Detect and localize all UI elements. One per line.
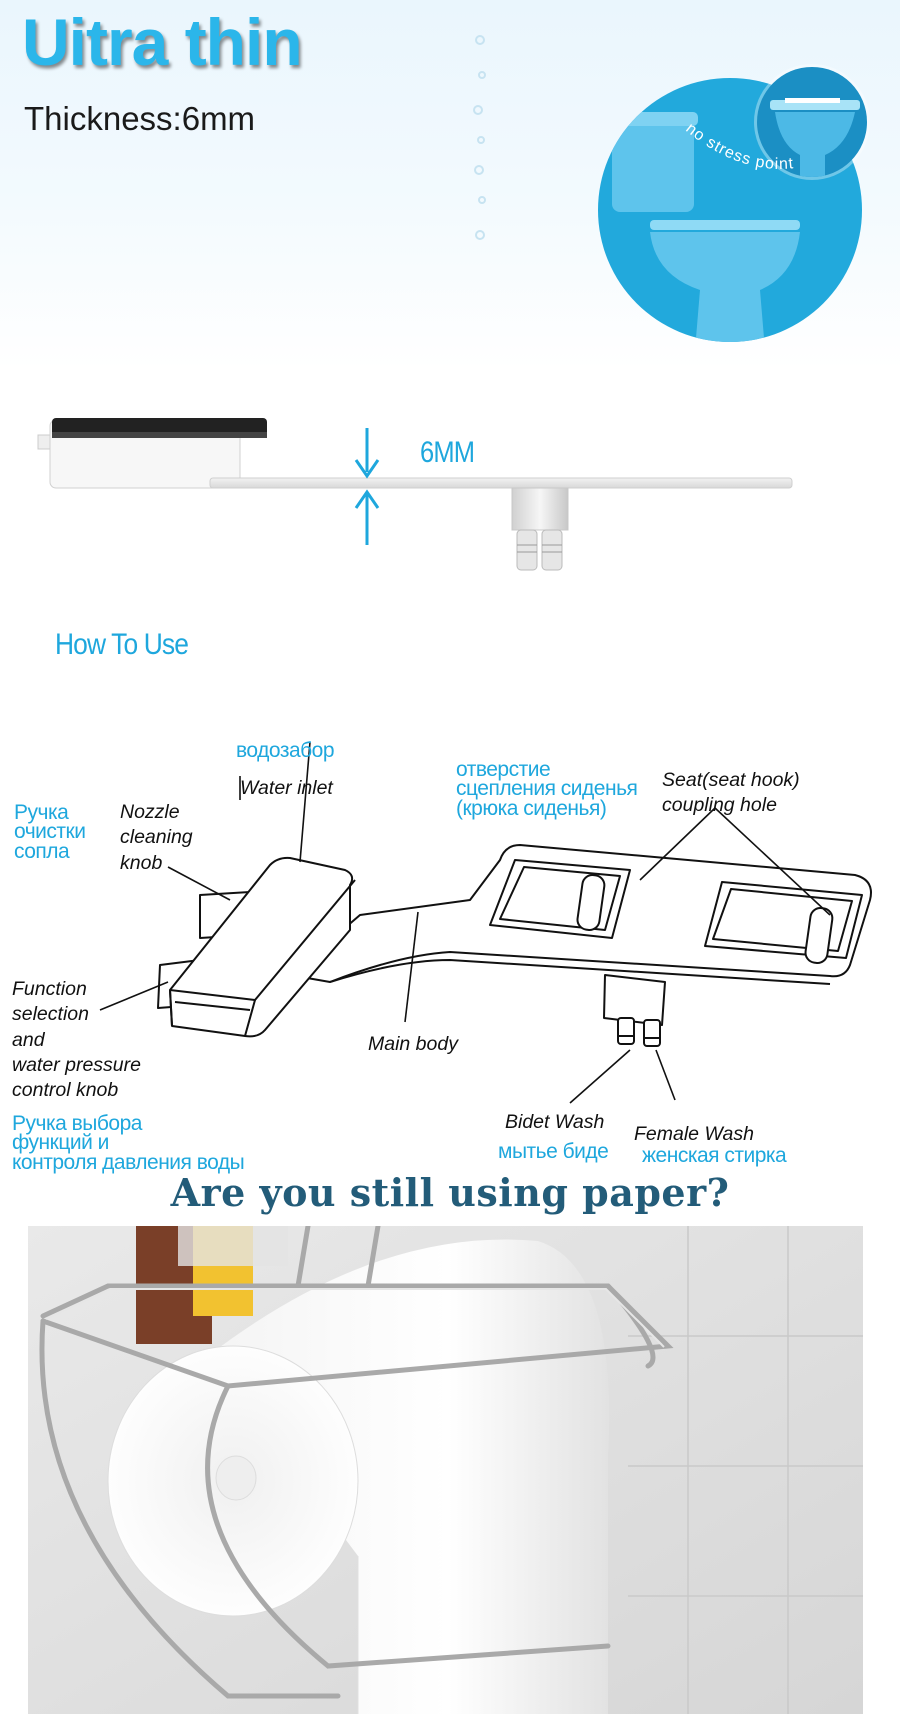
toilet-illustration: no stress points	[590, 60, 870, 342]
water-droplets-decoration	[473, 35, 486, 240]
label-ru-bidet-wash: мытье биде	[498, 1140, 609, 1163]
label-water-inlet: Water inlet	[240, 777, 333, 799]
label-bidet-wash: Bidet Wash	[505, 1111, 605, 1133]
label-ru-water-inlet: водозабор	[236, 739, 335, 762]
label-seat-hook-hole: Seat(seat hook) coupling hole	[662, 769, 800, 817]
control-box-outline	[169, 856, 354, 1038]
thickness-measure-label: 6MM	[420, 436, 475, 469]
thin-plate	[209, 477, 793, 489]
label-main-body: Main body	[368, 1033, 458, 1055]
label-ru-nozzle-knob: Ручка очистки сопла	[14, 801, 86, 863]
leader-lines	[99, 741, 831, 1104]
thickness-drawing	[37, 418, 793, 571]
label-nozzle-cleaning-knob: Nozzle cleaning knob	[120, 801, 193, 874]
paper-section-heading: Are you still using paper?	[170, 1170, 730, 1215]
paper-towel-photo	[28, 1226, 863, 1714]
toilet-icon	[608, 112, 800, 342]
bidet-diagram	[99, 741, 872, 1104]
label-ru-seat-hook-hole: отверстие сцепления сиденья (крюка сиден…	[456, 758, 638, 820]
thickness-arrows	[354, 428, 380, 545]
label-ru-function-knob: Ручка выбора функций и контроля давления…	[12, 1112, 245, 1174]
hero-title: Uitra thin	[22, 5, 303, 79]
label-ru-female-wash: женская стирка	[642, 1144, 787, 1167]
label-function-knob: Function selection and water pressure co…	[12, 978, 141, 1102]
label-female-wash: Female Wash	[634, 1123, 754, 1145]
hero-thickness-text: Thickness:6mm	[24, 100, 256, 137]
how-to-use-heading: How To Use	[55, 628, 189, 661]
hero-section: Uitra thin Thickness:6mm	[0, 0, 900, 370]
water-connector	[511, 487, 569, 531]
